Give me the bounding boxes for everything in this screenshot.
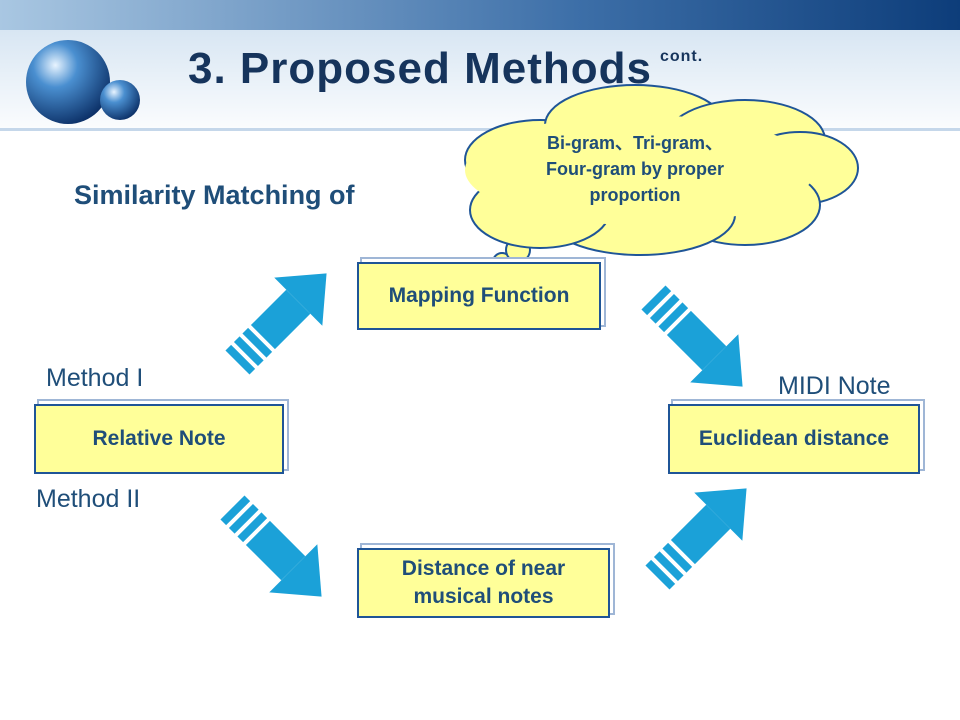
distance-label-line-1: Distance of near: [401, 557, 566, 580]
globe-logo-icon: [26, 40, 140, 124]
euclidean-distance-box: Euclidean distance: [668, 404, 920, 474]
method-2-label: Method II: [36, 485, 141, 513]
relative-note-label: Relative Note: [92, 427, 226, 450]
arrow-method1-to-mapping: [225, 273, 327, 375]
slide-subtitle: Similarity Matching of: [74, 180, 355, 210]
cloud-line-1: Bi-gram、Tri-gram、: [546, 133, 724, 153]
cloud-text: Bi-gram、Tri-gram、 Four-gram by proper pr…: [470, 130, 800, 208]
distance-label-line-2: musical notes: [413, 585, 554, 608]
arrow-method2-to-distance: [220, 495, 322, 597]
cloud-line-2: Four-gram by proper: [545, 159, 724, 179]
euclidean-distance-label: Euclidean distance: [698, 427, 890, 450]
mapping-function-label: Mapping Function: [388, 284, 570, 307]
relative-note-box: Relative Note: [34, 404, 284, 474]
midi-note-label: MIDI Note: [778, 372, 891, 400]
arrow-distance-to-euclidean: [645, 488, 747, 590]
title-suffix: cont.: [659, 48, 704, 65]
distance-near-notes-box: Distance of near musical notes: [357, 548, 610, 618]
method-1-label: Method I: [46, 364, 144, 392]
cloud-line-3: proportion: [589, 185, 681, 205]
mapping-function-box: Mapping Function: [357, 262, 601, 330]
arrow-mapping-to-euclidean: [641, 285, 743, 387]
